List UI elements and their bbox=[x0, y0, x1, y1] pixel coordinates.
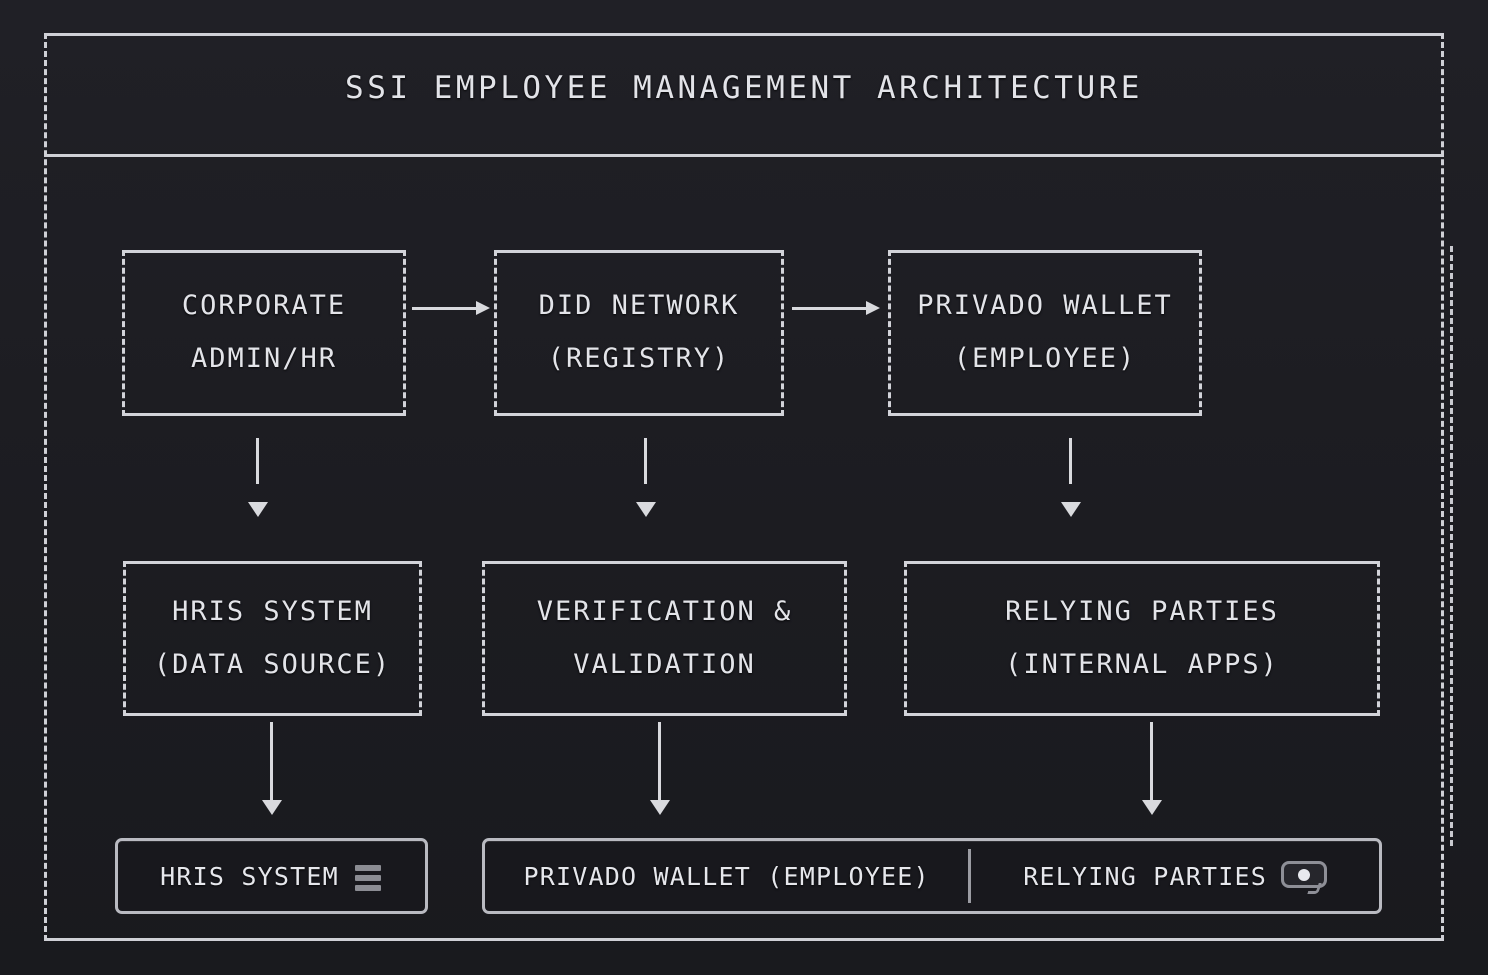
hamburger-bar bbox=[354, 874, 381, 881]
node-label-line1: RELYING PARTIES bbox=[1005, 595, 1279, 627]
page-title: SSI EMPLOYEE MANAGEMENT ARCHITECTURE bbox=[345, 70, 1143, 106]
panel-item-hris-system[interactable]: HRIS SYSTEM bbox=[160, 862, 383, 891]
arrow-shaft bbox=[270, 722, 273, 802]
node-hris-system-data-source[interactable]: HRIS SYSTEM (DATA SOURCE) bbox=[123, 561, 422, 716]
arrow-head bbox=[262, 800, 282, 815]
node-edge-right bbox=[844, 561, 847, 716]
node-privado-wallet[interactable]: PRIVADO WALLET (EMPLOYEE) bbox=[888, 250, 1202, 416]
arrow-shaft bbox=[412, 307, 478, 310]
node-edge-left bbox=[123, 561, 126, 716]
node-label-line2: VALIDATION bbox=[573, 648, 756, 680]
arrow-head bbox=[1061, 502, 1081, 517]
panel-label-privado-wallet: PRIVADO WALLET (EMPLOYEE) bbox=[523, 861, 930, 891]
arrow-shaft bbox=[256, 438, 259, 484]
arrow-shaft bbox=[1069, 438, 1072, 484]
panel-item-relying-parties[interactable]: RELYING PARTIES bbox=[971, 861, 1379, 894]
node-label-line1: DID NETWORK bbox=[538, 290, 740, 322]
node-label-line2: ADMIN/HR bbox=[190, 343, 338, 374]
node-edge-bottom bbox=[494, 413, 784, 416]
chat-bubble-icon[interactable] bbox=[1281, 861, 1328, 894]
panel-hris-system[interactable]: HRIS SYSTEM bbox=[115, 838, 428, 914]
arrow-relying-to-relying-panel bbox=[1142, 722, 1162, 816]
node-label-line2: (REGISTRY) bbox=[547, 343, 731, 374]
node-label-line1: PRIVADO WALLET bbox=[917, 290, 1173, 322]
arrow-head bbox=[650, 800, 670, 815]
node-edge-bottom bbox=[123, 713, 422, 716]
node-edge-bottom bbox=[888, 413, 1202, 416]
node-label-line1: CORPORATE bbox=[181, 290, 347, 322]
arrow-shaft bbox=[1150, 722, 1153, 802]
frame-edge-bottom bbox=[44, 938, 1444, 941]
node-relying-parties-internal-apps[interactable]: RELYING PARTIES (INTERNAL APPS) bbox=[904, 561, 1380, 716]
arrow-corporate-to-hris bbox=[248, 438, 268, 524]
node-edge-top bbox=[123, 561, 422, 564]
arrow-shaft bbox=[792, 307, 868, 310]
node-edge-right bbox=[419, 561, 422, 716]
node-edge-right bbox=[1377, 561, 1380, 716]
node-did-network[interactable]: DID NETWORK (REGISTRY) bbox=[494, 250, 784, 416]
node-edge-bottom bbox=[904, 713, 1380, 716]
arrow-hris-to-hris-panel bbox=[262, 722, 282, 816]
hamburger-icon[interactable] bbox=[353, 863, 383, 891]
inner-rail-right bbox=[1450, 246, 1453, 846]
chat-bubble-dot bbox=[1298, 869, 1311, 881]
node-label-line1: HRIS SYSTEM bbox=[172, 595, 373, 627]
arrow-verification-to-wallet-panel bbox=[650, 722, 670, 816]
node-label-line2: (INTERNAL APPS) bbox=[1005, 648, 1279, 680]
node-edge-bottom bbox=[482, 713, 847, 716]
frame-edge-right bbox=[1441, 33, 1444, 941]
arrow-head bbox=[248, 502, 268, 517]
arrow-head bbox=[476, 301, 490, 315]
node-edge-left bbox=[888, 250, 891, 416]
arrow-wallet-to-relying-parties bbox=[1061, 438, 1081, 524]
hamburger-bar bbox=[354, 884, 381, 891]
arrow-head bbox=[866, 301, 880, 315]
arrow-head bbox=[1142, 800, 1162, 815]
node-edge-left bbox=[494, 250, 497, 416]
node-verification-validation[interactable]: VERIFICATION & VALIDATION bbox=[482, 561, 847, 716]
node-edge-left bbox=[482, 561, 485, 716]
arrow-shaft bbox=[644, 438, 647, 484]
panel-divider bbox=[968, 849, 972, 903]
arrow-shaft bbox=[658, 722, 661, 802]
node-edge-top bbox=[888, 250, 1202, 253]
node-label-line2: (EMPLOYEE) bbox=[953, 343, 1137, 374]
node-edge-top bbox=[122, 250, 406, 253]
arrow-did-to-wallet bbox=[792, 301, 880, 315]
outer-frame bbox=[44, 33, 1444, 941]
chat-bubble-tail bbox=[1307, 883, 1322, 894]
node-edge-left bbox=[122, 250, 125, 416]
panel-wallet-relying[interactable]: PRIVADO WALLET (EMPLOYEE) RELYING PARTIE… bbox=[482, 838, 1382, 914]
node-label-line1: VERIFICATION & bbox=[536, 595, 793, 627]
node-edge-top bbox=[494, 250, 784, 253]
node-edge-top bbox=[904, 561, 1380, 564]
node-edge-right bbox=[1199, 250, 1202, 416]
node-edge-right bbox=[781, 250, 784, 416]
panel-label-relying-parties: RELYING PARTIES bbox=[1023, 861, 1268, 891]
node-corporate-admin-hr[interactable]: CORPORATE ADMIN/HR bbox=[122, 250, 406, 416]
frame-edge-top bbox=[44, 33, 1444, 36]
node-edge-top bbox=[482, 561, 847, 564]
node-edge-bottom bbox=[122, 413, 406, 416]
node-edge-right bbox=[403, 250, 406, 416]
arrow-corporate-to-did bbox=[412, 301, 490, 315]
arrow-head bbox=[636, 502, 656, 517]
node-label-line2: (DATA SOURCE) bbox=[153, 648, 392, 680]
frame-edge-left bbox=[44, 33, 47, 941]
hamburger-bar bbox=[354, 864, 381, 871]
panel-item-privado-wallet[interactable]: PRIVADO WALLET (EMPLOYEE) bbox=[485, 862, 968, 891]
panel-label-hris-system: HRIS SYSTEM bbox=[160, 861, 339, 891]
arrow-did-to-verification bbox=[636, 438, 656, 524]
node-edge-left bbox=[904, 561, 907, 716]
title-divider bbox=[44, 154, 1444, 157]
